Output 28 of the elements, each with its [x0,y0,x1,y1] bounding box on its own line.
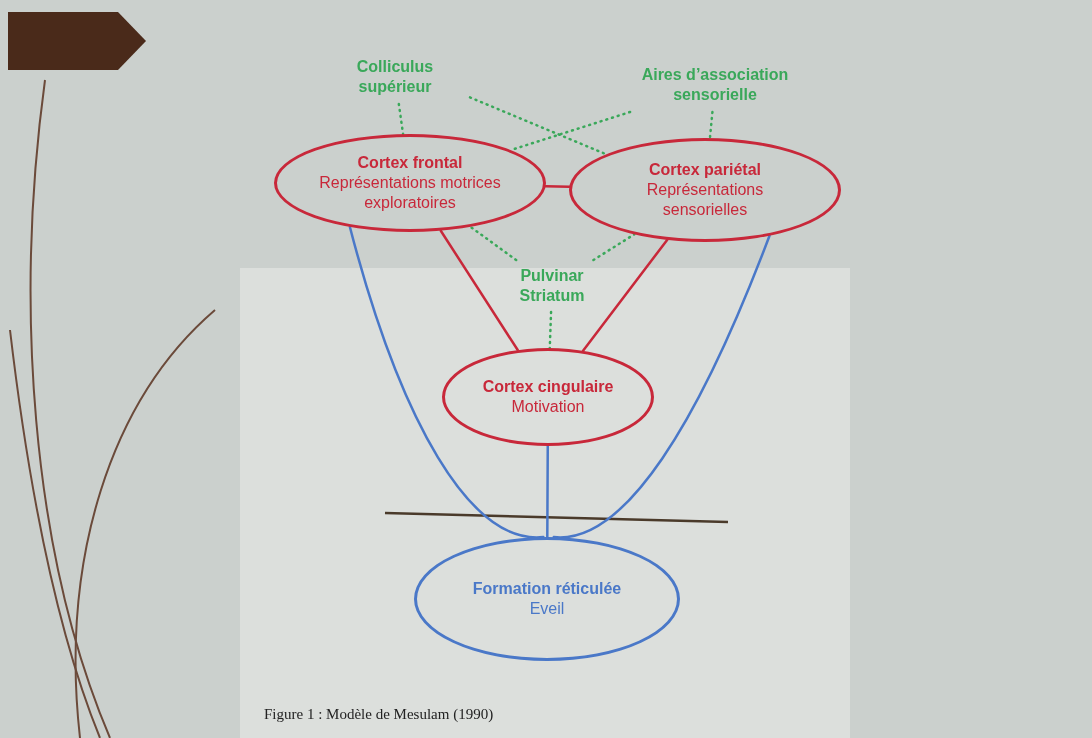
connector-line [348,225,545,539]
figure-caption: Figure 1 : Modèle de Mesulam (1990) [264,706,494,723]
ellipse-node [442,348,654,446]
connector-line [468,96,608,156]
connector-line [546,444,549,539]
node-text: Représentations motrices exploratoires [318,173,502,213]
node-title: Cortex frontal [357,153,463,173]
connector-line [439,229,519,352]
connector-line [544,184,571,189]
ellipse-node [414,537,680,661]
connector-line [552,234,771,539]
connector-line [397,102,405,136]
connector-line [592,233,636,262]
node-text: Eveil [529,599,565,619]
connector-line [469,225,518,262]
node-text: Représentations sensorielles [645,180,765,220]
node-title: Aires d’association sensorielle [640,65,790,105]
node-title: Formation réticulée [472,579,622,599]
connector-line [708,110,714,140]
node-title: Colliculus supérieur [355,57,435,97]
connector-line [581,238,669,352]
ellipse-node [274,134,546,232]
node-title: Cortex cingulaire [482,377,614,397]
connector-line [548,310,553,350]
node-title: Pulvinar Striatum [518,266,586,306]
node-title: Cortex pariétal [648,160,761,180]
ellipse-node [569,138,841,242]
node-text: Motivation [511,397,585,417]
